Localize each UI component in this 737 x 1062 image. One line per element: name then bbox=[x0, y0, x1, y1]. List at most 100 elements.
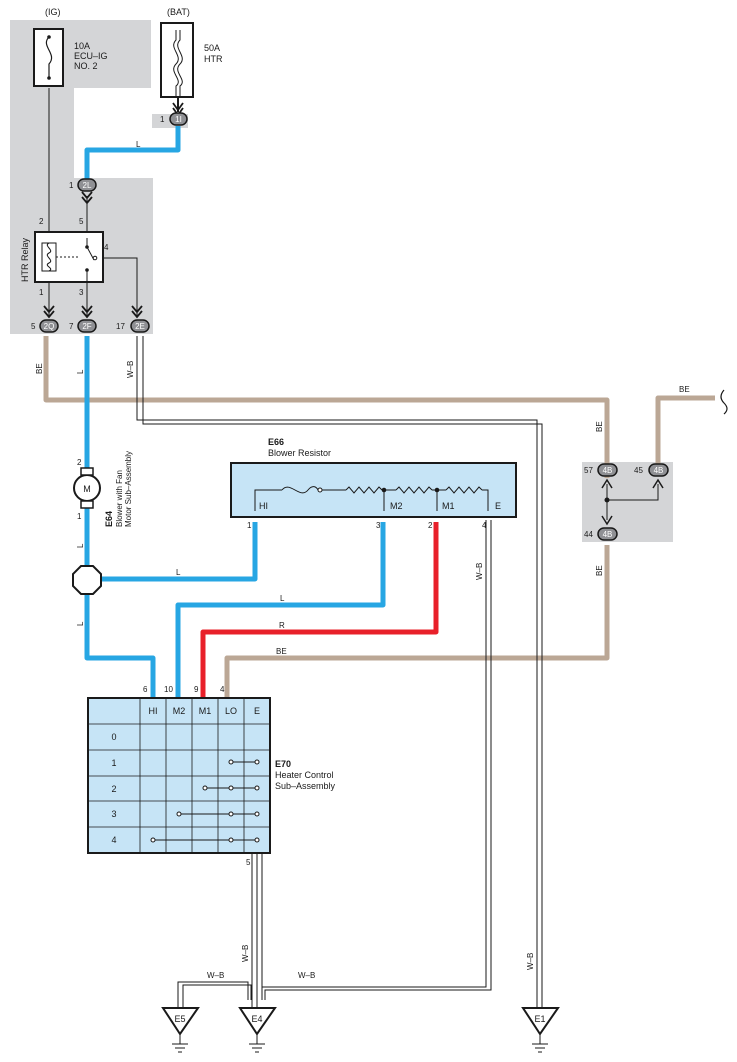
svg-text:2Q: 2Q bbox=[44, 322, 55, 331]
motor-name: Blower with Fan bbox=[115, 470, 124, 527]
connector-2q: 2Q bbox=[39, 319, 59, 333]
table-col-m2: M2 bbox=[173, 706, 186, 716]
resistor-terminal-m1: M1 bbox=[442, 501, 455, 511]
wire-label: BE bbox=[679, 385, 690, 394]
motor-pin-1: 1 bbox=[77, 512, 82, 521]
blower-resistor bbox=[230, 462, 517, 518]
fuse-htr-rating: 50A bbox=[204, 43, 220, 53]
fuse-ecu-ig bbox=[33, 28, 64, 87]
fuse-ig-rating: 10A bbox=[74, 41, 90, 51]
svg-text:4B: 4B bbox=[654, 466, 664, 475]
resistor-code: E66 bbox=[268, 437, 284, 447]
svg-text:4B: 4B bbox=[603, 530, 613, 539]
wire-label: BE bbox=[35, 363, 44, 374]
htr-relay bbox=[34, 231, 104, 283]
ground-e4-label: E4 bbox=[251, 1014, 262, 1024]
fuse-ig-source-label: (IG) bbox=[45, 7, 61, 17]
ground-e1-label: E1 bbox=[534, 1014, 545, 1024]
connector-2f-pin: 7 bbox=[69, 322, 74, 331]
table-pin-4: 4 bbox=[220, 685, 225, 694]
connector-4b-44: 4B bbox=[597, 527, 618, 541]
relay-label: HTR Relay bbox=[20, 237, 30, 282]
connector-4b-57: 4B bbox=[597, 463, 618, 477]
svg-text:1I: 1I bbox=[175, 115, 182, 124]
wire-label: L bbox=[76, 369, 85, 374]
relay-pin-3: 3 bbox=[79, 288, 84, 297]
connector-2l: 2L bbox=[77, 178, 97, 192]
fuse-bat-source-label: (BAT) bbox=[167, 7, 190, 17]
connector-2l-pin: 1 bbox=[69, 181, 74, 190]
table-col-hi: HI bbox=[149, 706, 158, 716]
wire-label: W–B bbox=[126, 361, 135, 378]
connector-1i-pin: 1 bbox=[160, 115, 165, 124]
resistor-pin-1: 1 bbox=[247, 521, 252, 530]
connector-1i: 1I bbox=[169, 112, 188, 126]
svg-text:2L: 2L bbox=[83, 181, 92, 190]
wire-label: BE bbox=[595, 565, 604, 576]
table-col-e: E bbox=[254, 706, 260, 716]
table-pin-9: 9 bbox=[194, 685, 199, 694]
wire-wb bbox=[136, 336, 543, 1008]
fuse-ig-name-2: NO. 2 bbox=[74, 61, 98, 71]
connector-4b-45: 4B bbox=[648, 463, 669, 477]
table-pin-10: 10 bbox=[164, 685, 173, 694]
wire-label: W–B bbox=[475, 563, 484, 580]
table-pin-5: 5 bbox=[246, 858, 251, 867]
svg-text:2E: 2E bbox=[135, 322, 145, 331]
wire-label: W–B bbox=[207, 971, 224, 980]
resistor-pin-3: 3 bbox=[376, 521, 381, 530]
table-col-m1: M1 bbox=[199, 706, 212, 716]
wire-label: BE bbox=[595, 421, 604, 432]
wire-label: L bbox=[280, 594, 285, 603]
connector-2e: 2E bbox=[130, 319, 150, 333]
connector-4b-44-pin: 44 bbox=[584, 530, 593, 539]
connector-2f: 2F bbox=[77, 319, 97, 333]
table-pin-6: 6 bbox=[143, 685, 148, 694]
relay-pin-5: 5 bbox=[79, 217, 84, 226]
relay-pin-2: 2 bbox=[39, 217, 44, 226]
table-col-lo: LO bbox=[225, 706, 237, 716]
wire-label: L bbox=[176, 568, 181, 577]
heater-control-code: E70 bbox=[275, 759, 291, 769]
resistor-name: Blower Resistor bbox=[268, 448, 331, 458]
heater-control-name: Heater Control bbox=[275, 770, 334, 780]
table-row-0: 0 bbox=[111, 732, 116, 742]
connector-4b-57-pin: 57 bbox=[584, 466, 593, 475]
svg-text:4B: 4B bbox=[603, 466, 613, 475]
wire-label: W–B bbox=[241, 945, 250, 962]
heater-control-table bbox=[87, 697, 271, 854]
motor-pin-2: 2 bbox=[77, 458, 82, 467]
resistor-pin-4: 4 bbox=[482, 521, 487, 530]
motor-symbol: M bbox=[83, 484, 91, 494]
junction-arrows bbox=[601, 478, 664, 526]
wire-label: W–B bbox=[298, 971, 315, 980]
fuse-ig-name: ECU–IG bbox=[74, 51, 108, 61]
wire-label: L bbox=[136, 140, 141, 149]
wire-label: W–B bbox=[526, 953, 535, 970]
resistor-terminal-hi: HI bbox=[259, 501, 268, 511]
wire-l bbox=[84, 126, 386, 698]
fuse-htr bbox=[160, 22, 194, 117]
connector-2e-pin: 17 bbox=[116, 322, 125, 331]
splice-junction bbox=[72, 565, 102, 595]
blower-motor bbox=[73, 467, 101, 509]
wire-be bbox=[43, 336, 715, 698]
ground-e5 bbox=[161, 1007, 200, 1053]
table-row-1: 1 bbox=[111, 758, 116, 768]
motor-name-2: Motor Sub–Assembly bbox=[124, 451, 133, 527]
connector-2q-pin: 5 bbox=[31, 322, 36, 331]
relay-pin-4: 4 bbox=[104, 243, 109, 252]
connector-chevrons bbox=[43, 191, 143, 319]
resistor-pin-2: 2 bbox=[428, 521, 433, 530]
table-row-4: 4 bbox=[111, 835, 116, 845]
wire-label: L bbox=[76, 621, 85, 626]
ground-e5-label: E5 bbox=[174, 1014, 185, 1024]
resistor-terminal-m2: M2 bbox=[390, 501, 403, 511]
wire-label: L bbox=[76, 543, 85, 548]
ground-e4 bbox=[238, 1007, 277, 1053]
fuse-htr-name: HTR bbox=[204, 54, 223, 64]
heater-control-name-2: Sub–Assembly bbox=[275, 781, 336, 791]
ground-e1 bbox=[521, 1007, 560, 1053]
